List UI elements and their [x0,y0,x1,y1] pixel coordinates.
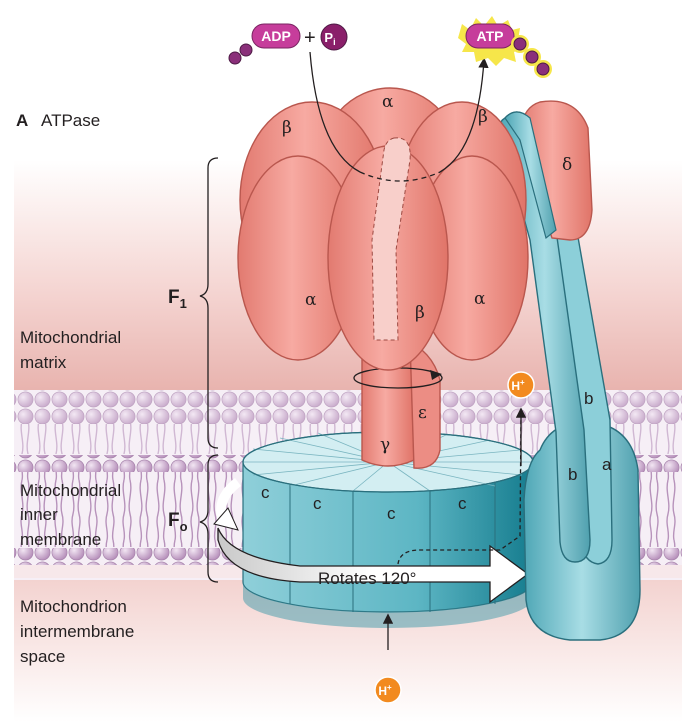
stator: b b a [498,111,641,641]
rotation-label: Rotates 120° [318,569,416,588]
synthesis-arrow [309,51,489,182]
panel-letter: A [16,111,28,130]
phosphate-molecule: Pi [320,23,348,51]
beta-label-right: β [478,107,488,127]
intermembrane-label: Mitochondrion intermembrane space [20,597,134,666]
adp-label: ADP [261,28,291,44]
proton-top: H+ [507,371,535,399]
delta-subunit: δ [504,100,593,241]
plus-sign: + [304,27,316,49]
adp-molecule: ADP [228,23,301,65]
c-subunit-label-2: c [313,494,322,513]
epsilon-label: ε [418,403,427,423]
b-subunit-label-upper: b [584,389,593,408]
lipid-heads-top-inner [14,407,682,424]
rotation-arrow: Rotates 120° [213,478,530,604]
gamma-shaft-inside [371,137,411,341]
alpha-label-right: α [474,289,486,309]
panel-title: ATPase [41,111,100,130]
fo-label: Fo [168,510,188,534]
matrix-label: Mitochondrial matrix [20,328,121,372]
inner-membrane-label: Mitochondrial inner membrane [20,481,121,549]
f1-brace [199,157,219,449]
c-subunit-label-4: c [458,494,467,513]
proton-path [382,407,527,650]
c-subunit-label-1: c [261,483,270,502]
a-subunit-label: a [602,455,612,474]
svg-text:Mitochondrial: Mitochondrial [20,481,121,500]
central-stalk: γ ε [353,337,443,469]
svg-text:matrix: matrix [20,353,67,372]
alpha-label-left: α [305,290,317,310]
svg-text:Mitochondrial: Mitochondrial [20,328,121,347]
beta-label-left: β [282,118,292,138]
gamma-label: γ [380,435,390,455]
alpha-label-top: α [382,92,394,112]
f1-head: α β β α β α [237,87,529,371]
c-subunit-label-3: c [387,504,396,523]
svg-text:inner: inner [20,505,58,524]
fo-brace [199,454,219,583]
phosphate-label: Pi [324,30,335,47]
svg-text:intermembrane: intermembrane [20,622,134,641]
svg-text:membrane: membrane [20,530,101,549]
b-subunit-label-lower: b [568,465,577,484]
proton-bottom: H+ [374,676,402,704]
atp-molecule: ATP [458,16,552,78]
panel-heading: A ATPase [16,111,100,130]
proton-bottom-label: H+ [378,683,392,698]
svg-text:space: space [20,647,65,666]
atp-label: ATP [477,28,504,44]
delta-label: δ [562,155,572,175]
beta-label-front: β [415,303,425,323]
svg-text:Mitochondrion: Mitochondrion [20,597,127,616]
f1-label: F1 [168,287,187,311]
proton-top-label: H+ [511,378,525,393]
